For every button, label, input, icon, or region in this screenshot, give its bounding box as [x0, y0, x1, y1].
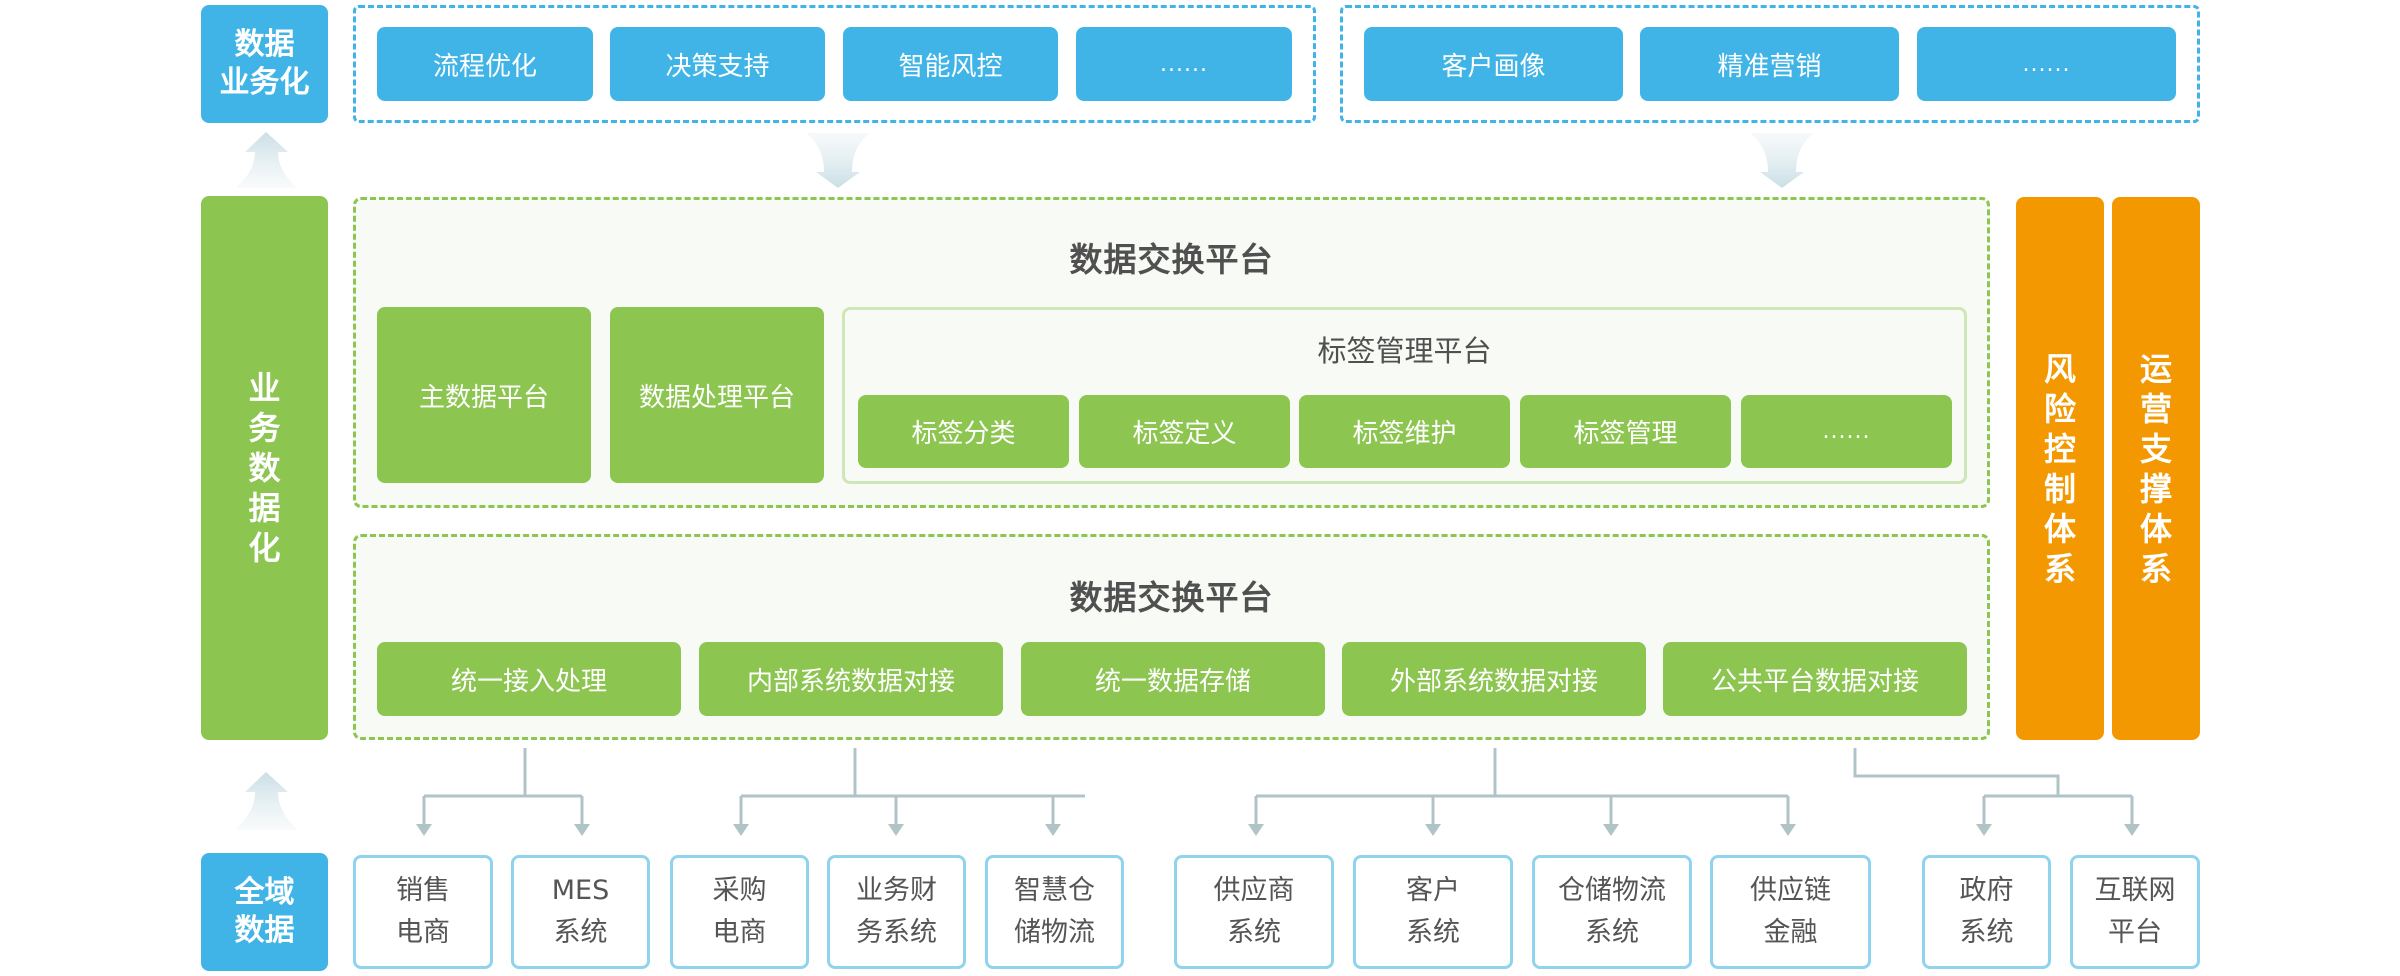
up-arrow-icon — [235, 132, 298, 188]
tag-definition[interactable]: 标签定义 — [1079, 395, 1290, 468]
label-char: 控 — [2043, 429, 2076, 468]
source-line: 系统 — [1227, 917, 1281, 948]
unified-data-storage[interactable]: 统一数据存储 — [1021, 642, 1325, 716]
source-line: 电商 — [712, 917, 767, 948]
source-warehouse-logistics-system[interactable]: 仓储物流 系统 — [1532, 855, 1692, 969]
global-data-label: 全域 数据 — [201, 853, 328, 971]
label-char: 运 — [2139, 349, 2172, 388]
source-procurement-ecommerce[interactable]: 采购 电商 — [670, 855, 809, 969]
source-line: 仓储物流 — [1558, 875, 1666, 906]
source-internet-platform[interactable]: 互联网 平台 — [2070, 855, 2200, 969]
source-line: 政府 — [1959, 875, 2014, 906]
source-line: 平台 — [2108, 917, 2162, 948]
label-char: 制 — [2043, 469, 2076, 508]
source-line: 供应链 — [1750, 875, 1831, 906]
down-arrow-icon — [806, 133, 870, 188]
source-smart-warehouse-logistics[interactable]: 智慧仓 储物流 — [985, 855, 1124, 969]
internal-system-integration[interactable]: 内部系统数据对接 — [699, 642, 1003, 716]
source-line: 互联网 — [2094, 875, 2176, 906]
source-line: 供应商 — [1213, 875, 1295, 906]
business-datafication-label: 业 务 数 据 化 — [201, 196, 328, 740]
public-platform-integration[interactable]: 公共平台数据对接 — [1663, 642, 1967, 716]
source-government-system[interactable]: 政府 系统 — [1922, 855, 2051, 969]
source-line: 系统 — [553, 917, 608, 948]
label-char: 数 — [248, 449, 281, 487]
source-line: 电商 — [396, 917, 450, 948]
tag-more[interactable]: ...... — [1741, 395, 1952, 468]
source-business-finance-system[interactable]: 业务财 务系统 — [827, 855, 966, 969]
source-supply-chain-finance[interactable]: 供应链 金融 — [1710, 855, 1871, 969]
arrowheads — [416, 824, 2140, 836]
label-char: 营 — [2139, 389, 2172, 428]
source-mes-system[interactable]: MES 系统 — [511, 855, 650, 969]
label-line: 业务化 — [219, 65, 310, 100]
source-line: 系统 — [1406, 917, 1460, 948]
source-line: 系统 — [1585, 917, 1639, 948]
source-line: 业务财 — [856, 875, 937, 906]
label-char: 风 — [2043, 349, 2076, 388]
label-line: 数据 — [234, 27, 295, 62]
down-arrow-icon — [1750, 133, 1814, 188]
app-more-right[interactable]: ...... — [1917, 27, 2176, 101]
label-char: 系 — [2043, 549, 2076, 588]
source-line: 务系统 — [856, 917, 937, 948]
data-businessization-label: 数据 业务化 — [201, 5, 328, 123]
source-line: 智慧仓 — [1014, 875, 1095, 906]
app-process-optimization[interactable]: 流程优化 — [377, 27, 593, 101]
label-char: 体 — [2043, 509, 2076, 548]
label-line: 数据 — [234, 913, 295, 948]
application-group-right — [1340, 5, 2200, 123]
app-more-left[interactable]: ...... — [1076, 27, 1292, 101]
application-group-left — [353, 5, 1316, 123]
connector-lines — [422, 748, 2134, 826]
external-system-integration[interactable]: 外部系统数据对接 — [1342, 642, 1646, 716]
master-data-platform[interactable]: 主数据平台 — [377, 307, 591, 483]
label-char: 系 — [2139, 549, 2172, 588]
operations-support-system: 运 营 支 撑 体 系 — [2112, 197, 2200, 740]
up-arrow-icon — [235, 772, 298, 830]
label-char: 支 — [2139, 429, 2172, 468]
label-char: 化 — [248, 529, 281, 567]
tag-platform-title: 标签管理平台 — [1317, 334, 1492, 368]
tag-classification[interactable]: 标签分类 — [858, 395, 1069, 468]
label-char: 务 — [248, 409, 281, 447]
source-line: MES — [551, 875, 610, 906]
risk-control-system: 风 险 控 制 体 系 — [2016, 197, 2104, 740]
source-supplier-system[interactable]: 供应商 系统 — [1174, 855, 1334, 969]
label-char: 险 — [2043, 389, 2076, 428]
source-line: 金融 — [1763, 917, 1818, 948]
source-customer-system[interactable]: 客户 系统 — [1353, 855, 1513, 969]
label-char: 体 — [2139, 509, 2172, 548]
app-decision-support[interactable]: 决策支持 — [610, 27, 825, 101]
source-line: 销售 — [396, 875, 450, 906]
tag-maintenance[interactable]: 标签维护 — [1299, 395, 1510, 468]
source-sales-ecommerce[interactable]: 销售 电商 — [353, 855, 493, 969]
tag-management[interactable]: 标签管理 — [1520, 395, 1731, 468]
label-char: 据 — [248, 489, 281, 527]
app-smart-risk-control[interactable]: 智能风控 — [843, 27, 1058, 101]
data-processing-platform[interactable]: 数据处理平台 — [610, 307, 824, 483]
label-char: 撑 — [2139, 469, 2172, 508]
source-line: 客户 — [1406, 875, 1460, 906]
unified-access-processing[interactable]: 统一接入处理 — [377, 642, 681, 716]
lower-platform-title: 数据交换平台 — [1069, 578, 1274, 617]
source-line: 采购 — [712, 875, 767, 906]
app-customer-profile[interactable]: 客户画像 — [1364, 27, 1623, 101]
label-line: 全域 — [234, 875, 295, 910]
label-char: 业 — [248, 369, 281, 407]
source-line: 系统 — [1959, 917, 2014, 948]
upper-platform-title: 数据交换平台 — [1069, 240, 1274, 279]
app-precision-marketing[interactable]: 精准营销 — [1640, 27, 1899, 101]
source-line: 储物流 — [1014, 917, 1095, 948]
